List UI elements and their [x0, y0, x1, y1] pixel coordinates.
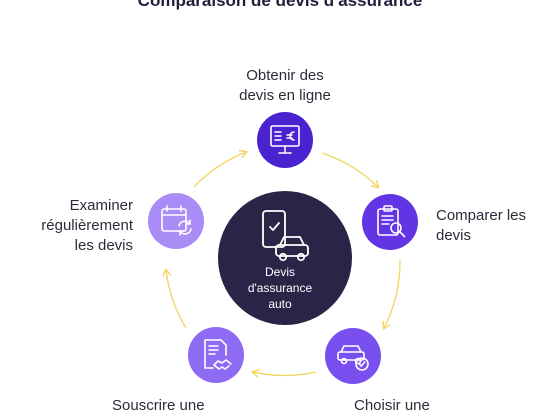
step3-node	[325, 328, 381, 384]
calendar-refresh-icon	[161, 205, 192, 236]
arrow-step4-to-step5	[162, 268, 187, 329]
step1-node	[257, 112, 313, 168]
step1-label-line: Obtenir des	[246, 67, 324, 84]
center-node	[218, 191, 352, 325]
step2-label-line: devis	[436, 227, 472, 244]
center-label: Devis d'assurance auto	[230, 264, 330, 312]
step5-label-line: les devis	[74, 237, 133, 254]
step5-node	[148, 193, 204, 249]
step4-label: Souscrire une	[112, 396, 205, 416]
center-label-line: d'assurance	[247, 281, 313, 295]
arrow-step1-to-step2	[321, 152, 380, 189]
step3-label: Choisir une	[354, 396, 430, 416]
monitor-euro-icon	[270, 125, 300, 154]
step4-label-line: Souscrire une	[112, 397, 205, 414]
center-label-line: auto	[268, 297, 292, 311]
step4-node	[188, 327, 244, 383]
step5-label-line: régulièrement	[41, 217, 133, 234]
step2-node	[362, 194, 418, 250]
step1-label-line: devis en ligne	[239, 87, 331, 104]
step2-label-line: Comparer les	[436, 207, 527, 224]
diagram-title: Comparaison de devis d'assurance	[137, 0, 423, 10]
phone-car-icon	[262, 210, 309, 262]
arrow-step3-to-step4	[251, 368, 317, 378]
step5-label-line: Examiner	[69, 197, 133, 214]
center-label-line: Devis	[264, 265, 295, 279]
step5-label: Examiner régulièrement les devis	[10, 196, 133, 256]
step2-label: Comparer les devis	[436, 206, 526, 246]
contract-handshake-icon	[204, 339, 232, 370]
step1-label: Obtenir des devis en ligne	[230, 66, 340, 106]
step3-label-line: Choisir une	[354, 397, 430, 414]
arrow-step2-to-step3	[382, 259, 401, 330]
car-check-icon	[337, 345, 369, 371]
clipboard-search-icon	[377, 205, 406, 238]
arrow-step5-to-step1	[193, 149, 248, 188]
